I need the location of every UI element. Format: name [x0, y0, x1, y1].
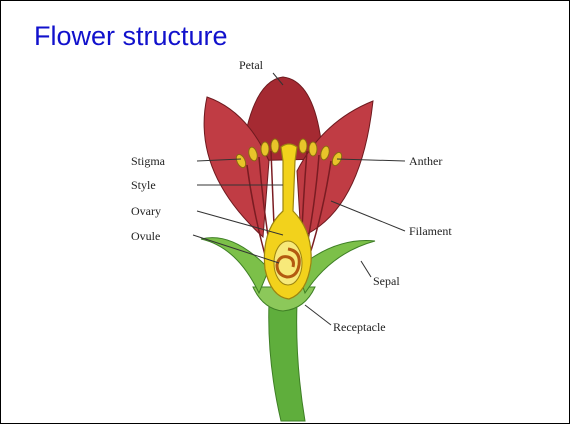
- label-anther: Anther: [409, 154, 442, 168]
- label-sepal: Sepal: [373, 274, 400, 288]
- stem: [269, 303, 305, 421]
- label-filament: Filament: [409, 224, 452, 238]
- label-ovule: Ovule: [131, 229, 160, 243]
- label-stigma: Stigma: [131, 154, 166, 168]
- label-petal: Petal: [239, 58, 264, 72]
- sepal-left: [201, 238, 269, 293]
- label-receptacle: Receptacle: [333, 320, 386, 334]
- label-style: Style: [131, 178, 156, 192]
- label-ovary: Ovary: [131, 204, 161, 218]
